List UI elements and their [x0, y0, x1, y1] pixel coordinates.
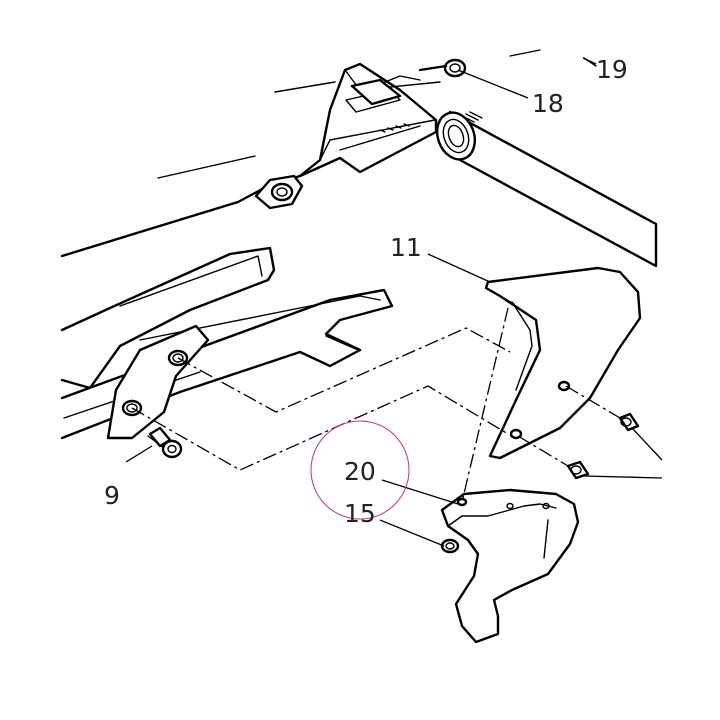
callout-18: 18 — [532, 89, 564, 118]
fastener-18 — [418, 58, 467, 78]
callout-20: 20 — [344, 457, 376, 486]
screw-right-upper — [618, 412, 640, 432]
construction-line — [157, 155, 256, 179]
callout-19: 19 — [596, 55, 628, 84]
leader-lines — [125, 57, 663, 547]
highlight-circle — [310, 420, 410, 520]
callout-11: 11 — [390, 233, 422, 262]
guard-plate-11 — [484, 266, 642, 460]
frame-mounting-lug — [254, 174, 304, 210]
callout-15: 15 — [344, 499, 376, 528]
construction-line — [274, 81, 336, 93]
threaded-tube — [435, 110, 658, 268]
screw-9 — [147, 426, 183, 459]
washer-15 — [440, 538, 460, 554]
lower-bracket-20 — [440, 488, 580, 644]
lower-housing — [60, 246, 276, 390]
left-bracket-plate — [106, 324, 210, 440]
callout-9: 9 — [104, 481, 120, 510]
main-frame-body — [60, 62, 441, 258]
screw-right-lower — [566, 460, 590, 480]
